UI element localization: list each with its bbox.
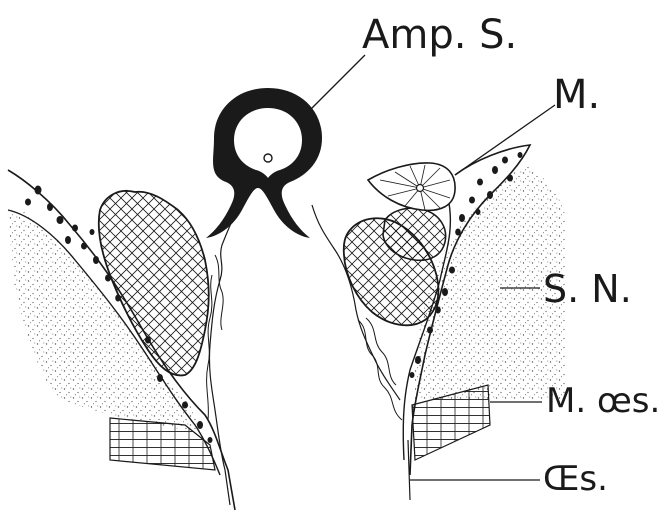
amp-s-leader <box>305 55 365 115</box>
label-m-oes: M. œs. <box>546 381 660 421</box>
label-s-n: S. N. <box>543 267 632 311</box>
label-oes: Œs. <box>543 459 608 499</box>
label-amp-s: Amp. S. <box>362 12 517 58</box>
ampulla-structure <box>206 88 322 238</box>
m-rayed-body <box>368 163 455 210</box>
label-m: M. <box>553 72 600 118</box>
